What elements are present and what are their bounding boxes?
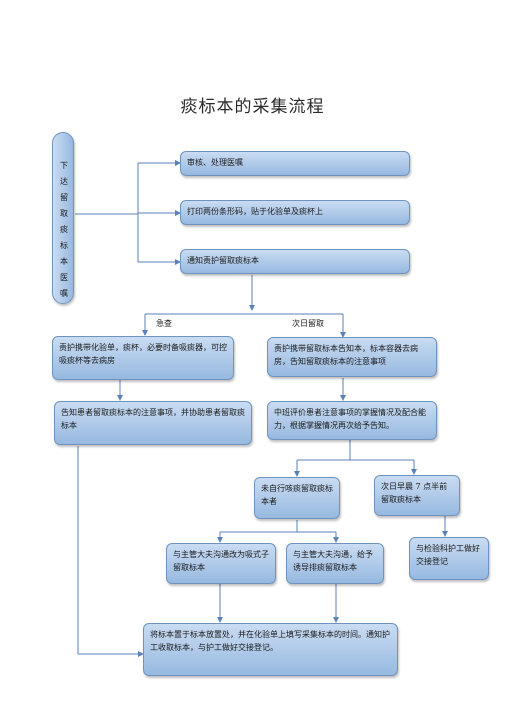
doctor-order-char: 达 [60,177,68,186]
inform-patient-node: 告知患者留取痰标本的注意事项，并协助患者留取痰标本 [54,401,252,445]
doctor-order-char: 留 [60,193,68,202]
doctor-order-char: 痰 [60,225,68,234]
morning-collect-node: 次日早晨 7 点半前留取痰标本 [374,475,460,516]
review-order-node: 审核、处理医嘱 [180,151,410,176]
doctor-order-char: 医 [60,273,68,282]
nextday-action-node: 责护携带留取标本告知本，标本容器去病房，告知留取痰标本的注意事项 [267,337,437,377]
cannot-self-collect-node: 未自行咳痰留取痰标本者 [254,477,340,519]
induce-sputum-node: 与主管大夫沟通，给予诱导排痰留取标本 [286,543,384,584]
lab-handover-node: 与检验科护工做好交接登记 [409,537,489,580]
print-barcode-node: 打印两份条形码，贴于化验单及痰杯上 [180,200,410,225]
doctor-order-char: 嘱 [60,289,68,298]
notify-nurse-node: 通知责护留取痰标本 [180,249,410,274]
final-step-node: 将标本置于标本放置处，并在化验单上填写采集标本的时间。通知护工收取标本，与护工做… [143,623,398,676]
suction-collect-node: 与主管大夫沟通改为吸式子留取标本 [166,543,276,584]
page-title: 痰标本的采集流程 [180,97,325,117]
doctor-order-char: 标 [60,241,68,250]
urgent-action-node: 责护携带化验单，痰杯，必要时备吸痰器，可控吸痰杯等去病房 [52,336,234,380]
doctor-order-char: 下 [60,161,68,170]
nextday-label: 次日留取 [292,319,324,328]
night-assess-node: 中班评价患者注意事项的掌握情况及配合能力，根据掌握情况再次给予告知。 [267,401,437,440]
doctor-order-node: 下 达 留 取 痰 标 本 医 嘱 [52,132,74,304]
doctor-order-char: 本 [60,257,68,266]
urgent-label: 急查 [156,319,172,328]
doctor-order-char: 取 [60,209,68,218]
